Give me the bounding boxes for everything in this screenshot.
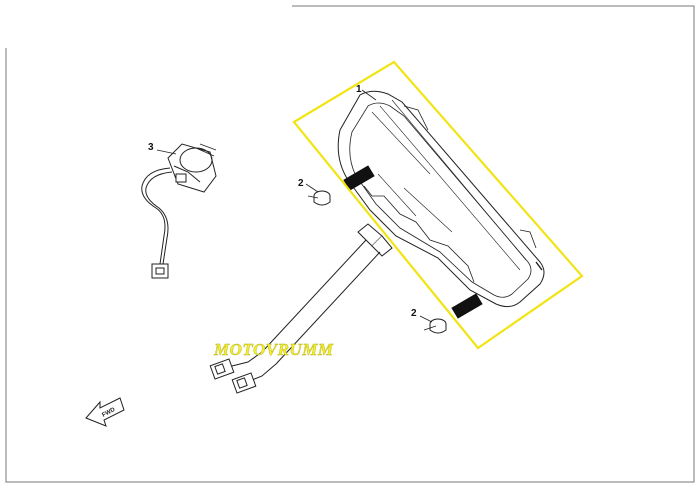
harness-connector-2 [231,372,257,394]
fwd-direction-arrow: FWD [85,397,125,427]
harness-connector-1 [209,358,235,380]
highlight-frame [292,60,584,350]
nut-upper[interactable] [313,190,331,206]
mounting-stud-lower [451,293,483,319]
watermark-text: MOTOVRUMM [213,340,334,359]
callout-3: 3 [148,142,154,153]
sensor-connector [151,263,169,279]
nut-lower[interactable] [429,318,447,334]
callout-2-upper: 2 [298,178,304,189]
callout-1: 1 [356,84,362,95]
wire-harness [231,239,381,381]
callout-2-lower: 2 [411,308,417,319]
instrument-cluster[interactable] [337,90,545,308]
speed-sensor[interactable] [167,143,217,193]
title-block [0,0,292,48]
callout-leaders [156,89,437,331]
sensor-lead-wire [141,167,173,265]
